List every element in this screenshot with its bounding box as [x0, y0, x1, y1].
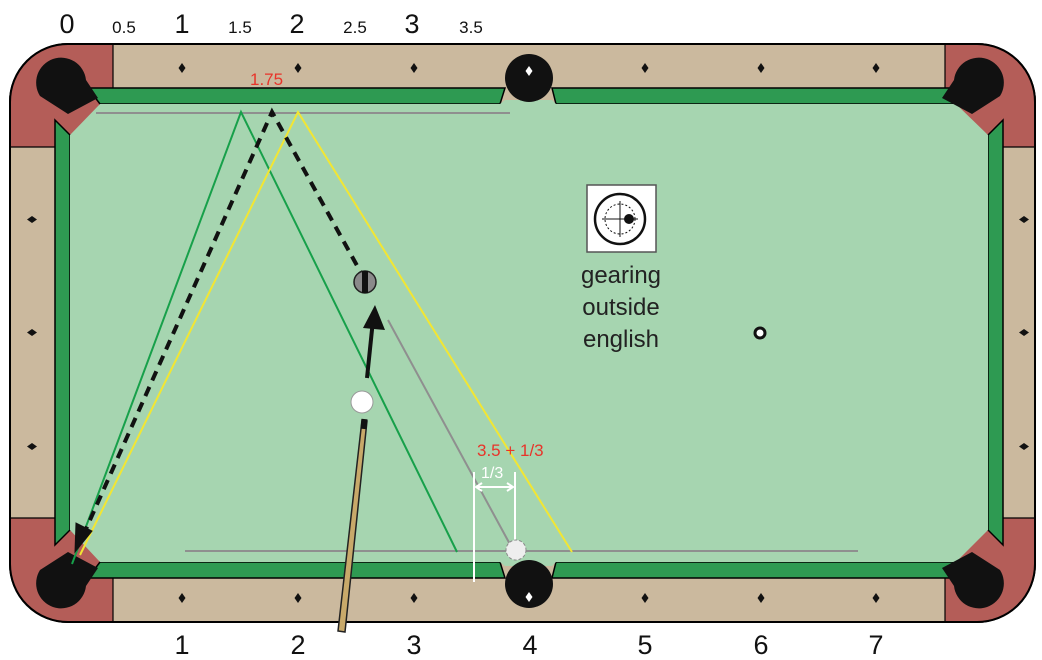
bottom-scale-label: 3 — [406, 630, 421, 660]
top-scale-label: 1.5 — [228, 18, 252, 37]
offset-label: 1/3 — [481, 465, 503, 482]
bottom-scale-label: 2 — [290, 630, 305, 660]
cushion-bottom-right — [551, 561, 972, 579]
cushion-bottom-left — [86, 561, 507, 579]
cue-stick — [337, 418, 368, 633]
english-caption-line2: outside — [582, 294, 659, 321]
green-path — [71, 109, 458, 565]
felt — [70, 100, 988, 566]
bottom-scale-label: 5 — [637, 630, 652, 660]
bottom-scale-label: 7 — [868, 630, 883, 660]
pocket-bottom-right — [942, 552, 1004, 609]
top-target-label: 1.75 — [250, 70, 283, 89]
top-scale-label: 2 — [289, 9, 304, 39]
cue-direction-arrow — [363, 305, 385, 379]
diamonds-left — [27, 216, 37, 450]
cushion-top-right — [551, 87, 972, 105]
english-icon — [586, 184, 657, 253]
balls — [350, 270, 767, 561]
diamonds-right — [1019, 216, 1029, 450]
top-scale: 0 0.5 1 1.5 2 2.5 3 3.5 — [59, 9, 482, 39]
pocket-top-right — [942, 57, 1004, 114]
yellow-path — [79, 109, 573, 556]
cue-ball — [350, 390, 374, 414]
bottom-scale: 1 2 3 4 5 6 7 — [174, 630, 883, 660]
english-caption: gearing outside english — [581, 262, 661, 353]
pockets — [36, 54, 1004, 609]
pocket-top-left — [36, 57, 98, 114]
cushion-top-left — [86, 87, 507, 105]
english-caption-line3: english — [583, 326, 659, 353]
bottom-scale-label: 6 — [753, 630, 768, 660]
offset-marker — [473, 472, 516, 582]
cushion-right — [987, 118, 1004, 547]
pocket-bottom-left — [36, 552, 98, 609]
top-scale-label: 1 — [174, 9, 189, 39]
pocket-bottom-side — [505, 560, 553, 608]
top-scale-label: 3 — [404, 9, 419, 39]
bottom-target-label: 3.5 + 1/3 — [477, 441, 544, 460]
top-scale-label: 2.5 — [343, 18, 367, 37]
cushion-left — [54, 118, 71, 547]
top-scale-label: 3.5 — [459, 18, 483, 37]
dashed-path-arrowhead — [74, 522, 93, 554]
top-scale-label: 0 — [59, 9, 74, 39]
ghost-ball — [505, 539, 527, 561]
cue-to-object-line — [387, 319, 513, 549]
target-spot — [753, 326, 767, 340]
pocket-top-side — [505, 54, 553, 102]
diamonds-bottom — [178, 593, 880, 603]
playing-surface — [54, 87, 1004, 579]
english-caption-line1: gearing — [581, 262, 661, 289]
bottom-scale-label: 1 — [174, 630, 189, 660]
bottom-scale-label: 4 — [522, 630, 537, 660]
top-scale-label: 0.5 — [112, 18, 136, 37]
dashed-ball-path — [80, 107, 367, 539]
shot-paths — [71, 107, 573, 565]
